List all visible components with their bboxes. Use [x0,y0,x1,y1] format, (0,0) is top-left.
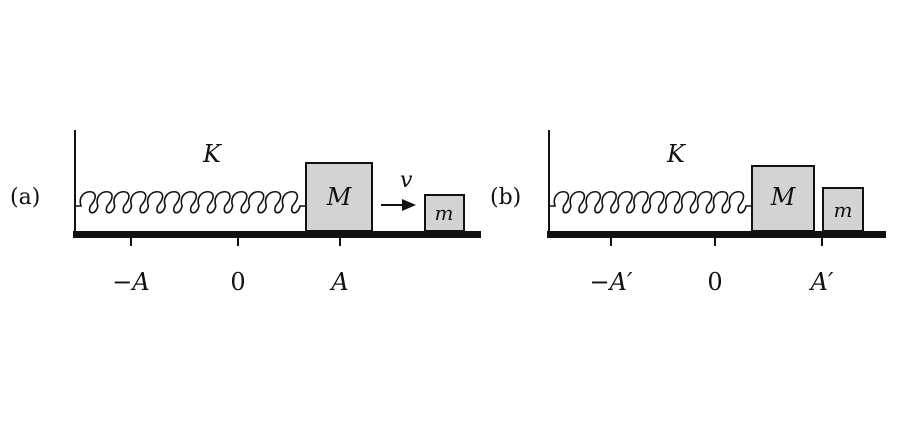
panel-b: (b) K M m −A′ 0 A′ [490,130,886,296]
panel-a-floor [73,231,481,238]
panel-a-block-m [424,194,465,232]
panel-b-spring-label: K [666,140,687,168]
panel-a-spring-label: K [202,140,223,168]
panel-a-block-M-label: M [326,183,353,211]
panel-b-spring [549,191,752,214]
panel-a-label: (a) [10,185,40,210]
panel-b-block-m-label: m [834,198,853,222]
panel-a-spring [75,191,306,214]
panel-b-label: (b) [490,185,521,210]
panel-a-velocity-arrowhead [402,199,416,211]
panel-b-floor [547,231,886,238]
panel-b-block-m [822,187,864,232]
panel-a: (a) K M v m −A 0 A [10,130,481,296]
panel-b-tick-label-zero: 0 [707,268,722,296]
panel-b-tick-label-A-prime: A′ [809,268,834,296]
panel-b-block-M [751,165,815,232]
panel-b-tick-label-neg-A-prime: −A′ [590,268,633,296]
panel-a-tick-label-A: A [329,268,348,296]
panel-a-block-M [305,162,373,232]
panel-a-velocity-label: v [400,168,413,193]
panel-a-tick-label-neg-A: −A [112,268,149,296]
panel-a-tick-label-zero: 0 [230,268,245,296]
panel-b-block-M-label: M [770,183,797,211]
panel-a-block-m-label: m [435,201,454,225]
